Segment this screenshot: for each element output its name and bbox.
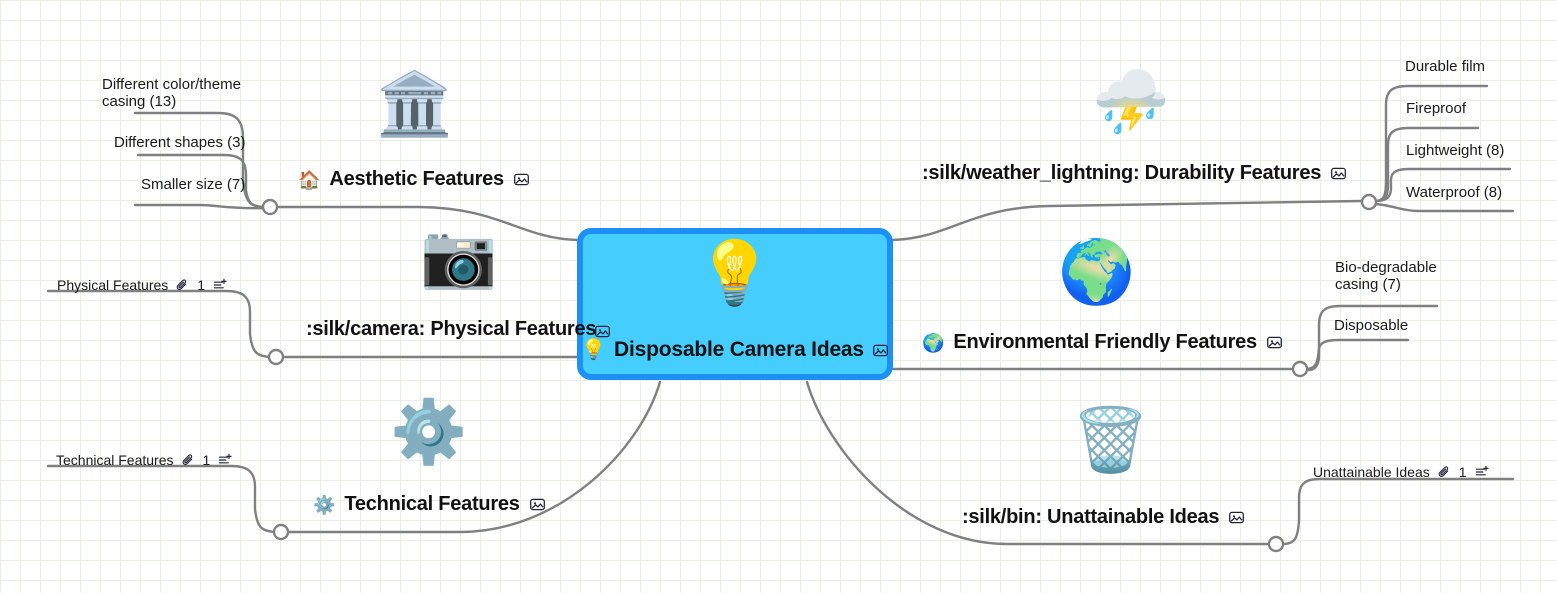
edge-technical-spine [46, 464, 280, 534]
central-node[interactable]: 💡 💡 Disposable Camera Ideas [577, 228, 893, 380]
edge-aesthetic-sub-3 [133, 203, 269, 210]
add-note-icon[interactable] [217, 452, 233, 468]
paperclip-icon[interactable] [175, 278, 190, 293]
connector-node-technical [272, 523, 290, 541]
connector-node-unattainable [1267, 535, 1285, 553]
subtopic-durable-film[interactable]: Durable film [1405, 58, 1486, 75]
topic-technical-features[interactable]: ⚙️ Technical Features [313, 493, 546, 516]
image-icon[interactable] [1266, 334, 1283, 351]
add-note-icon[interactable] [212, 277, 228, 293]
connector-node-aesthetic [261, 198, 279, 216]
topic-physical-features[interactable]: :silk/camera: Physical Features [306, 318, 596, 341]
topic-durability-features[interactable]: :silk/weather_lightning: Durability Feat… [922, 162, 1347, 185]
paperclip-icon[interactable] [1437, 465, 1452, 480]
edge-environmental-sub-1 [1304, 304, 1439, 371]
subtopic-smaller-size[interactable]: Smaller size (7) [141, 176, 246, 193]
lightbulb-icon: 💡 [581, 339, 607, 361]
globe-art-icon: 🌍 [1058, 238, 1136, 307]
house-icon: 🏠 [298, 169, 321, 190]
camera-art-icon: 📷 [420, 222, 498, 291]
image-icon-physical-node[interactable] [594, 323, 611, 340]
image-icon[interactable] [872, 342, 889, 359]
callout-physical-features[interactable]: Physical Features 1 [57, 277, 228, 293]
topic-unattainable-ideas[interactable]: :silk/bin: Unattainable Ideas [962, 506, 1245, 529]
subtopic-different-color-theme-casing[interactable]: Different color/theme casing (13) [102, 76, 241, 110]
subtopic-different-shapes[interactable]: Different shapes (3) [114, 134, 246, 151]
subtopic-disposable[interactable]: Disposable [1334, 317, 1409, 334]
gear-art-icon: ⚙️ [390, 398, 468, 467]
edge-unattainable-spine [1281, 477, 1515, 546]
subtopic-lightweight[interactable]: Lightweight (8) [1406, 142, 1505, 159]
paperclip-icon[interactable] [181, 453, 196, 468]
image-icon[interactable] [529, 496, 546, 513]
topic-physical-label: :silk/camera: Physical Features [306, 318, 597, 340]
add-note-icon[interactable] [1474, 464, 1490, 480]
globe-icon: 🌍 [922, 332, 945, 353]
central-node-label-row: 💡 Disposable Camera Ideas [581, 338, 889, 362]
connector-node-physical [267, 348, 285, 366]
topic-aesthetic-features[interactable]: 🏠 Aesthetic Features [298, 168, 530, 191]
topic-environmental-friendly-features[interactable]: 🌍 Environmental Friendly Features [922, 331, 1283, 354]
topic-durability-label: :silk/weather_lightning: Durability Feat… [922, 162, 1322, 184]
image-icon[interactable] [1228, 509, 1245, 526]
attachment-count: 1 [197, 277, 206, 293]
central-node-title: Disposable Camera Ideas [614, 338, 864, 361]
edge-durability-sub-4 [1374, 202, 1515, 213]
callout-technical-features[interactable]: Technical Features 1 [56, 452, 233, 468]
topic-environmental-label: Environmental Friendly Features [953, 331, 1257, 353]
lightbulb-art-icon: 💡 [696, 239, 774, 308]
topic-aesthetic-label: Aesthetic Features [329, 168, 504, 190]
callout-physical-label: Physical Features [57, 277, 169, 293]
attachment-count: 1 [1458, 464, 1467, 480]
subtopic-bio-degradable-casing[interactable]: Bio-degradable casing (7) [1335, 259, 1437, 293]
gear-icon: ⚙️ [313, 494, 336, 515]
callout-technical-label: Technical Features [56, 452, 174, 468]
edge-environmental-sub-2 [1303, 338, 1410, 372]
topic-technical-label: Technical Features [344, 493, 520, 515]
connector-node-environmental [1291, 360, 1309, 378]
topic-unattainable-label: :silk/bin: Unattainable Ideas [962, 506, 1220, 528]
image-icon[interactable] [513, 171, 530, 188]
edge-center-durability [891, 199, 1364, 242]
callout-unattainable-label: Unattainable Ideas [1313, 464, 1430, 480]
callout-unattainable-ideas[interactable]: Unattainable Ideas 1 [1313, 464, 1490, 480]
subtopic-fireproof[interactable]: Fireproof [1406, 100, 1467, 117]
image-icon[interactable] [1330, 165, 1347, 182]
subtopic-waterproof[interactable]: Waterproof (8) [1406, 184, 1503, 201]
wastebasket-art-icon: 🗑️ [1072, 406, 1150, 475]
attachment-count: 1 [202, 452, 211, 468]
thundercloud-art-icon: ⛈️ [1092, 68, 1170, 137]
bank-art-icon: 🏛️ [376, 70, 454, 139]
edge-physical-spine [46, 289, 275, 359]
connector-node-durability [1360, 193, 1378, 211]
